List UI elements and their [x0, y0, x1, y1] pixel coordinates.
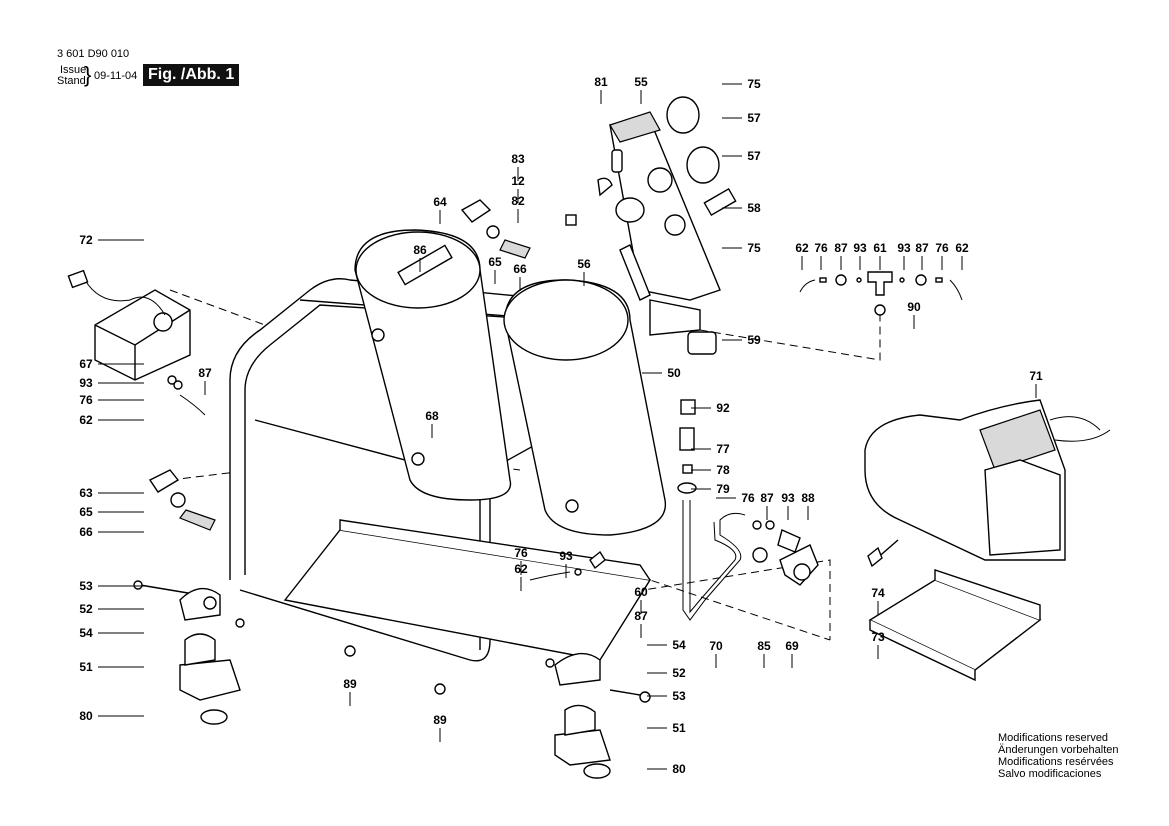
callout-77: 77 — [716, 442, 730, 456]
callout-leaders — [98, 83, 1037, 770]
callout-75: 75 — [747, 77, 761, 91]
callout-12: 12 — [511, 174, 525, 188]
callout-70: 70 — [709, 639, 723, 653]
callout-73: 73 — [871, 630, 885, 644]
callout-80: 80 — [79, 709, 93, 723]
callout-68: 68 — [425, 409, 439, 423]
feet-left — [133, 580, 245, 725]
compressor-pump — [864, 399, 1111, 561]
callout-56: 56 — [577, 257, 591, 271]
callout-62: 62 — [79, 413, 93, 427]
callout-87: 87 — [834, 241, 848, 255]
callout-86: 86 — [413, 243, 427, 257]
callout-89: 89 — [433, 713, 447, 727]
callout-87: 87 — [915, 241, 929, 255]
figure-label: Fig. /Abb. 1 — [143, 64, 240, 86]
callout-71: 71 — [1029, 369, 1043, 383]
callout-82: 82 — [511, 194, 525, 208]
callout-65: 65 — [79, 505, 93, 519]
callout-labels: 81 55 75 57 57 83 12 82 64 58 72 86 75 62 76 87 93 61 93 87… — [79, 75, 1043, 776]
callout-76: 76 — [935, 241, 949, 255]
callout-52: 52 — [672, 666, 686, 680]
callout-67: 67 — [79, 357, 93, 371]
callout-53: 53 — [672, 689, 686, 703]
callout-54: 54 — [672, 638, 686, 652]
manifold-fittings — [799, 271, 963, 316]
note-de: Änderungen vorbehalten — [998, 744, 1119, 756]
callout-88: 88 — [801, 491, 815, 505]
issue-label: Issue — [60, 64, 87, 76]
callout-62: 62 — [795, 241, 809, 255]
callout-55: 55 — [634, 75, 648, 89]
callout-76: 76 — [514, 546, 528, 560]
callout-93: 93 — [897, 241, 911, 255]
callout-65: 65 — [488, 255, 502, 269]
callout-61: 61 — [873, 241, 887, 255]
hose-fittings-top — [460, 199, 577, 259]
callout-52: 52 — [79, 602, 93, 616]
callout-62: 62 — [955, 241, 969, 255]
callout-93: 93 — [79, 376, 93, 390]
air-tank-rear — [354, 229, 512, 501]
callout-83: 83 — [511, 152, 525, 166]
callout-80: 80 — [672, 762, 686, 776]
callout-76: 76 — [79, 393, 93, 407]
note-es: Salvo modificaciones — [998, 768, 1102, 780]
callout-87: 87 — [198, 366, 212, 380]
callout-92: 92 — [716, 401, 730, 415]
callout-87: 87 — [760, 491, 774, 505]
callout-90: 90 — [907, 300, 921, 314]
callout-89: 89 — [343, 677, 357, 691]
air-tank-front — [371, 279, 667, 536]
mounting-bracket — [867, 539, 1042, 682]
part-number: 3 601 D90 010 — [57, 48, 130, 60]
callout-93: 93 — [853, 241, 867, 255]
callout-54: 54 — [79, 626, 93, 640]
stand-label: Stand — [57, 75, 86, 87]
callout-59: 59 — [747, 333, 761, 347]
callout-64: 64 — [433, 195, 447, 209]
tubing-and-valves — [529, 399, 819, 621]
callout-69: 69 — [785, 639, 799, 653]
callout-57: 57 — [747, 149, 761, 163]
callout-51: 51 — [672, 721, 686, 735]
note-en: Modifications reserved — [998, 732, 1109, 744]
callout-75: 75 — [747, 241, 761, 255]
callout-76: 76 — [741, 491, 755, 505]
callout-78: 78 — [716, 463, 730, 477]
callout-50: 50 — [667, 366, 681, 380]
motor-box — [67, 269, 191, 381]
brace: } — [84, 62, 92, 87]
issue-date: 09-11-04 — [94, 70, 138, 82]
callout-66: 66 — [79, 525, 93, 539]
callout-87: 87 — [634, 609, 648, 623]
callout-53: 53 — [79, 579, 93, 593]
callout-93: 93 — [781, 491, 795, 505]
callout-74: 74 — [871, 586, 885, 600]
callout-63: 63 — [79, 486, 93, 500]
callout-93: 93 — [559, 549, 573, 563]
modifications-notes: Modifications reserved Änderungen vorbeh… — [998, 732, 1118, 780]
callout-66: 66 — [513, 262, 527, 276]
left-hardware — [148, 375, 216, 531]
callout-57: 57 — [747, 111, 761, 125]
callout-60: 60 — [634, 585, 648, 599]
feet-right — [344, 645, 651, 779]
callout-62: 62 — [514, 562, 528, 576]
callout-76: 76 — [814, 241, 828, 255]
callout-81: 81 — [594, 75, 608, 89]
callout-58: 58 — [747, 201, 761, 215]
base-plate — [283, 519, 652, 661]
callout-79: 79 — [716, 482, 730, 496]
callout-85: 85 — [757, 639, 771, 653]
callout-72: 72 — [79, 233, 93, 247]
callout-51: 51 — [79, 660, 93, 674]
note-fr: Modifications resérvées — [998, 756, 1114, 768]
